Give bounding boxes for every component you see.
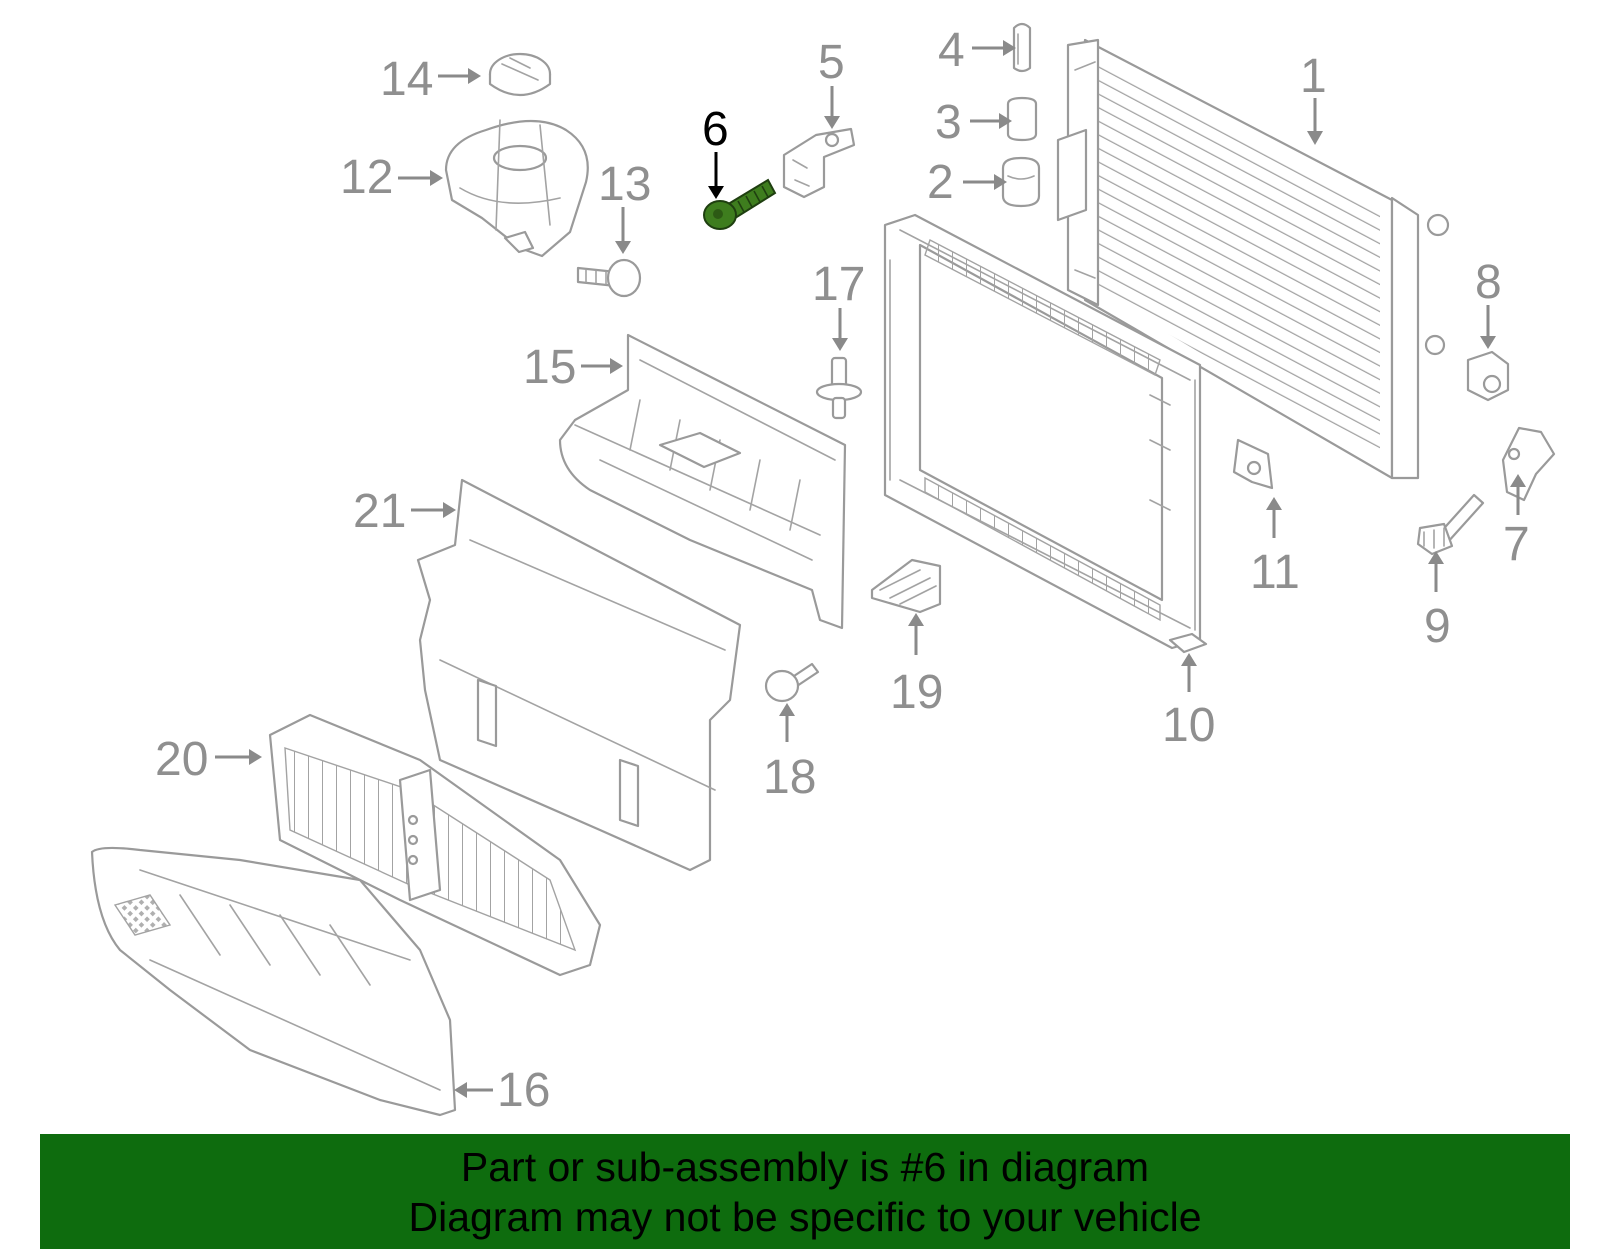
svg-text:19: 19 (890, 666, 943, 719)
svg-text:13: 13 (598, 158, 651, 211)
callout-2: 2 (927, 156, 1007, 209)
part-15-air-deflector-upper (558, 333, 847, 630)
part-13-screw (576, 258, 642, 298)
svg-text:10: 10 (1162, 699, 1215, 752)
svg-text:11: 11 (1250, 546, 1300, 599)
part-2-grommet (1001, 156, 1041, 208)
part-12-reservoir (444, 119, 589, 258)
svg-text:6: 6 (702, 103, 729, 156)
svg-text:4: 4 (938, 24, 965, 77)
callout-15: 15 (523, 341, 623, 394)
callout-18: 18 (763, 703, 816, 804)
part-3-isolator (1006, 96, 1038, 142)
svg-text:21: 21 (353, 485, 406, 538)
svg-text:20: 20 (155, 733, 208, 786)
svg-text:14: 14 (380, 53, 433, 106)
part-18-screw (764, 662, 820, 703)
part-10-radiator-support (883, 213, 1208, 654)
callout-1: 1 (1300, 50, 1327, 145)
callout-6: 6 (702, 103, 729, 199)
callout-7: 7 (1503, 474, 1530, 571)
part-8-mount (1466, 350, 1510, 402)
part-19-bracket (870, 558, 942, 614)
svg-text:18: 18 (763, 751, 816, 804)
svg-text:7: 7 (1503, 518, 1530, 571)
callout-17: 17 (812, 258, 865, 351)
part-17-pin (815, 356, 863, 420)
radiator (1056, 38, 1450, 480)
svg-text:17: 17 (812, 258, 865, 311)
callout-4: 4 (938, 24, 1016, 77)
part-20-grille-shutter (268, 713, 602, 977)
part-5-bracket (782, 127, 856, 199)
part-16-lower-shield (90, 846, 457, 1117)
info-banner: Part or sub-assembly is #6 in diagram Di… (40, 1134, 1570, 1249)
callout-16: 16 (454, 1064, 550, 1117)
banner-line-1: Part or sub-assembly is #6 in diagram (460, 1143, 1150, 1190)
svg-text:3: 3 (935, 96, 962, 149)
banner-line-2: Diagram may not be specific to your vehi… (408, 1193, 1202, 1240)
svg-text:15: 15 (523, 341, 576, 394)
part-9-bolt (1416, 493, 1485, 556)
svg-text:8: 8 (1475, 256, 1502, 309)
svg-text:5: 5 (818, 36, 845, 89)
svg-text:9: 9 (1424, 600, 1451, 653)
callout-13: 13 (598, 158, 651, 254)
part-7-bracket (1501, 426, 1556, 502)
part-6-bolt-highlighted (703, 178, 777, 230)
callout-20: 20 (155, 733, 262, 786)
part-11-clip (1232, 438, 1274, 490)
svg-text:12: 12 (340, 151, 393, 204)
part-21-air-deflector-lower (416, 478, 742, 872)
callout-9: 9 (1424, 551, 1451, 653)
callout-14: 14 (380, 53, 481, 106)
part-4-pin (1012, 22, 1032, 73)
callout-21: 21 (353, 485, 456, 538)
callout-3: 3 (935, 96, 1012, 149)
callout-8: 8 (1475, 256, 1502, 349)
part-14-cap (488, 52, 552, 96)
svg-text:1: 1 (1300, 50, 1327, 103)
svg-text:2: 2 (927, 156, 954, 209)
callout-19: 19 (890, 613, 943, 719)
callout-5: 5 (818, 36, 845, 129)
callout-10: 10 (1162, 653, 1215, 752)
callout-12: 12 (340, 151, 443, 204)
svg-text:16: 16 (497, 1064, 550, 1117)
callout-11: 11 (1250, 497, 1300, 599)
